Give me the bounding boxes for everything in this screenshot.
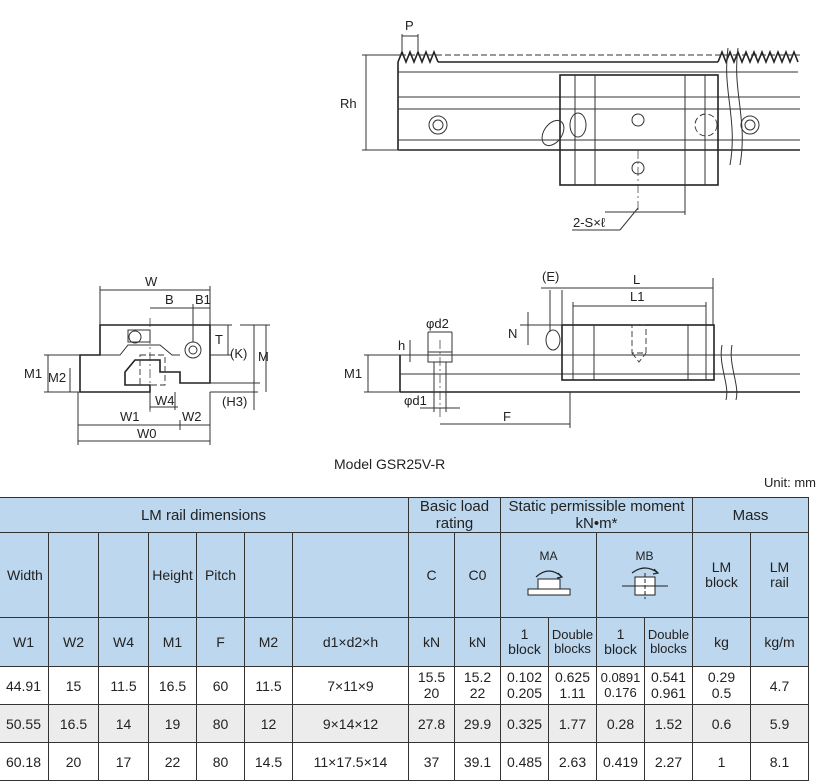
unit-f: F	[196, 617, 245, 667]
sub-lm-block: LM block	[692, 532, 751, 618]
dim-m1-side: M1	[344, 366, 362, 381]
dim-h3: (H3)	[222, 394, 247, 409]
dim-d2: φd2	[426, 316, 449, 331]
sub-c0: C0	[454, 532, 501, 618]
table-row: 60.18 20 17 22 80 14.5 11×17.5×14 37 39.…	[0, 742, 809, 781]
dim-d1: φd1	[404, 393, 427, 408]
spec-table: LM rail dimensions Basic load rating Sta…	[0, 497, 809, 781]
unit-kg: kg	[692, 617, 751, 667]
group-mass: Mass	[692, 497, 809, 533]
technical-drawings: P Rh 2-S×ℓ W B B1 T	[24, 18, 800, 445]
dim-b1: B1	[195, 292, 211, 307]
top-view-drawing: P Rh 2-S×ℓ	[340, 18, 800, 231]
table-group-row: LM rail dimensions Basic load rating Sta…	[0, 497, 809, 533]
unit-label: Unit: mm	[764, 475, 816, 490]
end-view-drawing: W B B1 T (K) M (H3) M1 M2 W4	[24, 274, 270, 445]
unit-mb-one: 1 block	[596, 617, 645, 667]
moment-a-icon	[527, 570, 570, 596]
dim-w: W	[145, 274, 158, 289]
dim-n: N	[508, 326, 517, 341]
moment-b-icon	[621, 567, 668, 599]
dim-h: h	[398, 338, 405, 353]
unit-ma-one: 1 block	[500, 617, 549, 667]
dim-w4: W4	[155, 393, 175, 408]
dim-s: 2-S×ℓ	[573, 215, 606, 230]
group-rail: LM rail dimensions	[0, 497, 409, 533]
dim-t: T	[215, 332, 223, 347]
unit-kn-c: kN	[408, 617, 455, 667]
mb-label: MB	[635, 549, 654, 563]
sub-pitch: Pitch	[196, 532, 245, 618]
unit-mb-double: Double blocks	[644, 617, 693, 667]
model-caption: Model GSR25V-R	[334, 456, 446, 472]
dim-k: (K)	[230, 346, 247, 361]
sub-width: Width	[0, 532, 49, 618]
sub-c: C	[408, 532, 455, 618]
dim-rh: Rh	[340, 96, 357, 111]
unit-m1: M1	[148, 617, 197, 667]
dim-l1: L1	[630, 289, 644, 304]
unit-dxh: d1×d2×h	[292, 617, 409, 667]
dim-m2: M2	[48, 370, 66, 385]
dim-w0: W0	[137, 426, 157, 441]
dim-b: B	[165, 292, 174, 307]
sub-lm-rail: LM rail	[750, 532, 809, 618]
dim-p: P	[405, 18, 414, 33]
ma-label: MA	[539, 549, 558, 563]
sub-ma: MA	[500, 532, 597, 618]
dim-m1: M1	[24, 366, 42, 381]
unit-w2: W2	[48, 617, 99, 667]
table-sub-row: Width Height Pitch C C0 MA MB	[0, 532, 809, 618]
dim-f: F	[503, 409, 511, 424]
side-view-drawing: (E) L L1 N φd2 h M1 φd1 F	[344, 269, 800, 428]
dim-l: L	[633, 272, 640, 287]
table-row: 50.55 16.5 14 19 80 12 9×14×12 27.8 29.9…	[0, 704, 809, 743]
unit-m2: M2	[244, 617, 293, 667]
dim-m: M	[258, 349, 269, 364]
unit-w1: W1	[0, 617, 49, 667]
sub-mb: MB	[596, 532, 693, 618]
dim-w1: W1	[120, 409, 140, 424]
sub-height: Height	[148, 532, 197, 618]
unit-kn-c0: kN	[454, 617, 501, 667]
unit-kgm: kg/m	[750, 617, 809, 667]
dim-w2: W2	[182, 409, 202, 424]
unit-w4: W4	[98, 617, 149, 667]
table-unit-row: W1 W2 W4 M1 F M2 d1×d2×h kN kN 1 block D…	[0, 617, 809, 667]
dim-e: (E)	[542, 269, 559, 284]
unit-ma-double: Double blocks	[548, 617, 597, 667]
group-load: Basic load rating	[408, 497, 501, 533]
group-moment: Static permissible moment kN•m*	[500, 497, 693, 533]
